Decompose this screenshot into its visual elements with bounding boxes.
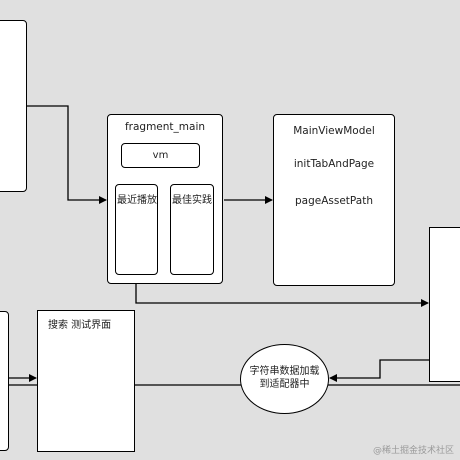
connector-right-to-string-load <box>329 359 430 382</box>
string-load-line-1: 字符串数据加载 <box>249 366 320 377</box>
search-test-label: 搜索 测试界面 <box>48 320 112 331</box>
vm-label: vm <box>152 150 169 161</box>
left-bottom-partial-box <box>0 311 9 451</box>
recent-play-label: 最近播放 <box>117 195 157 206</box>
connector-left-to-fragment <box>27 105 107 204</box>
left-top-partial-box <box>0 20 27 192</box>
recent-play-box: 最近播放 <box>115 184 158 275</box>
right-partial-box <box>429 227 460 382</box>
string-load-line-2: 到适配器中 <box>259 379 310 390</box>
search-test-box: 搜索 测试界面 <box>37 310 135 452</box>
page-asset-path-label: pageAssetPath <box>295 195 373 207</box>
init-tab-and-page-label: initTabAndPage <box>293 158 375 170</box>
best-practice-label: 最佳实践 <box>172 195 212 206</box>
best-practice-box: 最佳实践 <box>170 184 214 275</box>
main-view-model-box: MainViewModel initTabAndPage pageAssetPa… <box>273 114 395 286</box>
main-view-model-title: MainViewModel <box>293 125 375 137</box>
connector-fragment-to-right <box>135 275 429 307</box>
fragment-main-title: fragment_main <box>124 121 206 133</box>
vm-box: vm <box>121 143 200 168</box>
string-load-ellipse: 字符串数据加载 到适配器中 <box>240 344 329 414</box>
watermark: @稀土掘金技术社区 <box>372 446 454 456</box>
